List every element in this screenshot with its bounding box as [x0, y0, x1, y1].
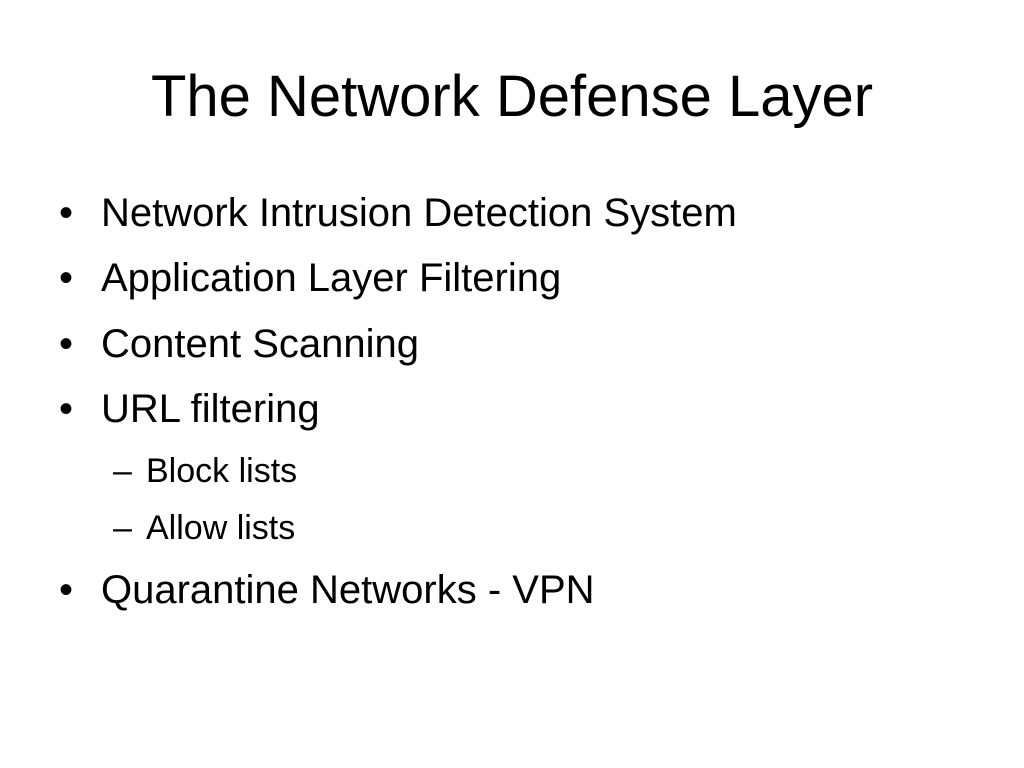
bullet-marker: • [59, 256, 74, 300]
bullet-marker: • [59, 568, 74, 612]
bullet-text: Application Layer Filtering [101, 256, 562, 300]
bullet-text: Network Intrusion Detection System [101, 191, 737, 235]
sub-bullet-marker: – [113, 452, 132, 490]
bullet-text: Content Scanning [101, 322, 420, 366]
bullet-text: URL filtering [101, 387, 320, 431]
slide-title: The Network Defense Layer [150, 64, 874, 129]
bullet-marker: • [59, 191, 74, 235]
bullet-marker: • [59, 387, 74, 431]
sub-bullet-marker: – [113, 509, 132, 547]
sub-bullet-text: Block lists [146, 452, 298, 490]
bullet-marker: • [59, 322, 74, 366]
bullet-text: Quarantine Networks - VPN [101, 568, 595, 612]
sub-bullet-text: Allow lists [146, 509, 296, 547]
